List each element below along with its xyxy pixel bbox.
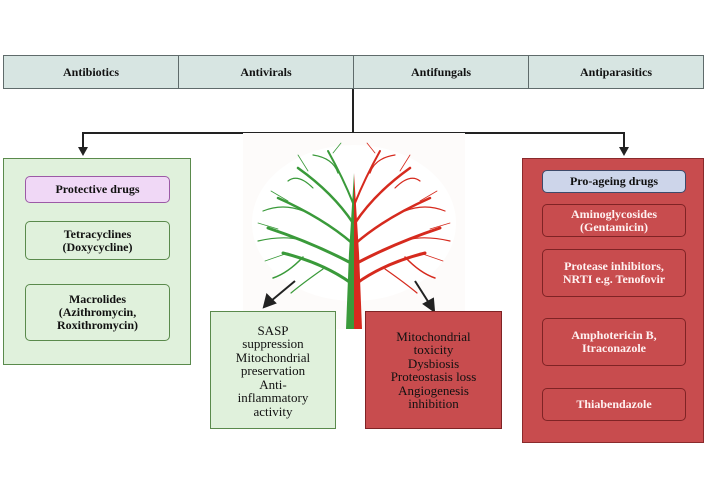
beneficial-effects-box: SASP suppression Mitochondrial preservat… <box>210 311 336 429</box>
protective-drugs-title: Protective drugs <box>25 176 170 203</box>
pro-ageing-item-protease-inhibitors: Protease inhibitors, NRTI e.g. Tenofovir <box>542 249 686 297</box>
harmful-effects-box: Mitochondrial toxicity Dysbiosis Proteos… <box>365 311 502 429</box>
tree-icon <box>252 142 456 329</box>
pro-ageing-drugs-title: Pro-ageing drugs <box>542 170 686 193</box>
header-antibiotics: Antibiotics <box>4 56 179 88</box>
header-antifungals: Antifungals <box>354 56 529 88</box>
header-antiparasitics: Antiparasitics <box>580 64 652 79</box>
connector-left-drop <box>82 132 84 148</box>
pro-ageing-item-thiabendazole: Thiabendazole <box>542 388 686 421</box>
ageing-tree-illustration <box>243 133 465 329</box>
protective-item-tetracyclines: Tetracyclines (Doxycycline) <box>25 221 170 260</box>
protective-item-macrolides: Macrolides (Azithromycin, Roxithromycin) <box>25 284 170 341</box>
connector-right-drop <box>623 132 625 148</box>
connector-vertical-main <box>352 89 354 133</box>
header-antivirals: Antivirals <box>179 56 354 88</box>
drug-class-header: Antibiotics Antivirals Antifungals Antip… <box>3 55 704 89</box>
pro-ageing-item-amphotericin: Amphotericin B, Itraconazole <box>542 318 686 366</box>
arrow-to-pro-ageing <box>619 147 629 156</box>
pro-ageing-item-aminoglycosides: Aminoglycosides (Gentamicin) <box>542 204 686 237</box>
arrow-to-protective <box>78 147 88 156</box>
